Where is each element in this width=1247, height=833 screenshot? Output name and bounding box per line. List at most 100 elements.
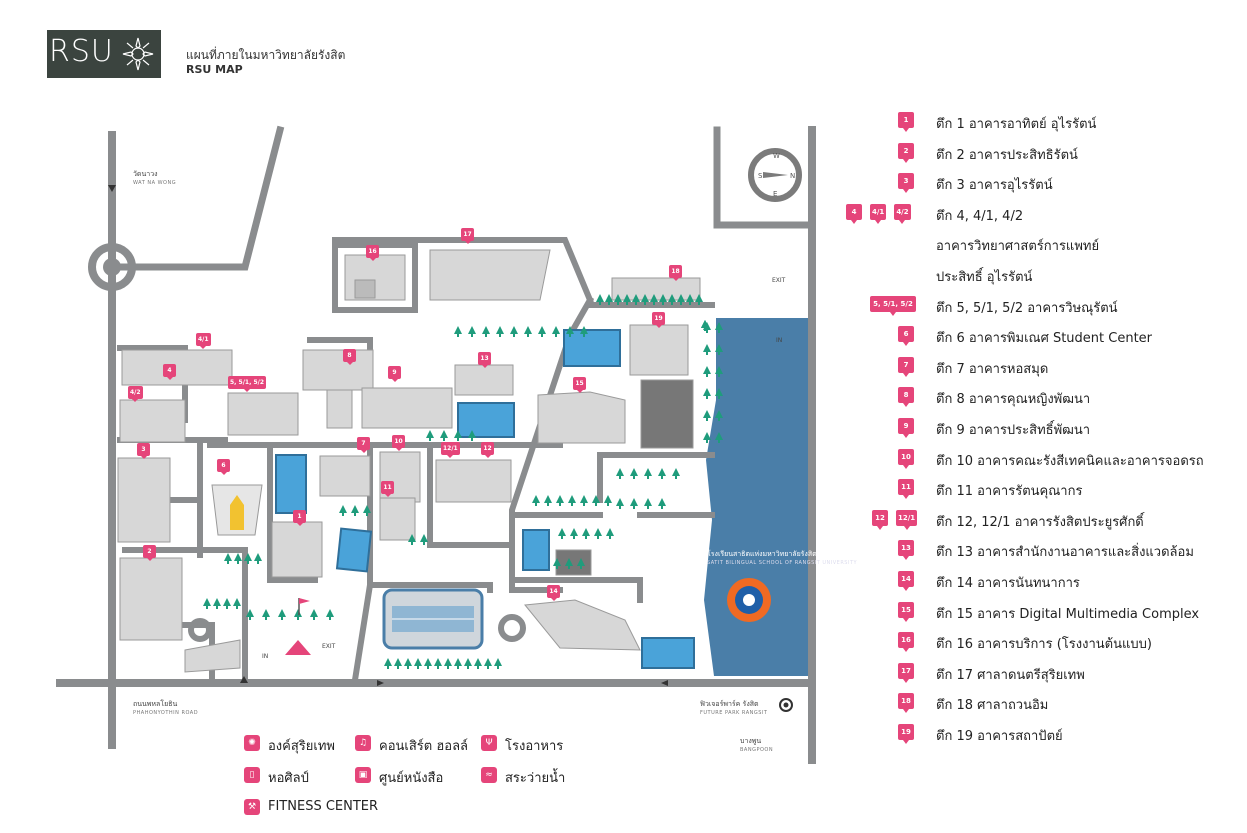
tree-icon (244, 553, 252, 564)
map-pin-15[interactable]: 15 (573, 377, 586, 393)
legend-text: ตึก 3 อาคารอุไรรัตน์ (936, 178, 1053, 194)
legend-pin[interactable]: 17 (898, 662, 914, 683)
legend-pin[interactable]: 16 (898, 632, 914, 653)
map-pin-13[interactable]: 13 (478, 352, 491, 368)
legend-pin[interactable]: 4 (846, 203, 862, 224)
legend-pin[interactable]: 12/1 (896, 509, 918, 530)
map-pin-1[interactable]: 1 (293, 510, 306, 526)
map-pin-4-2[interactable]: 4/2 (128, 386, 143, 402)
music-note-icon: ♫ (355, 735, 371, 751)
tree-icon (494, 658, 502, 669)
map-pin-4[interactable]: 4 (163, 364, 176, 380)
tree-icon (278, 609, 286, 620)
tree-icon (408, 534, 416, 545)
map-pin-17[interactable]: 17 (461, 228, 474, 244)
tree-icon (510, 326, 518, 337)
legend-pin-group: 15 (898, 601, 914, 622)
svg-text:E: E (773, 190, 777, 198)
tree-icon (363, 505, 371, 516)
legend-pin[interactable]: 2 (898, 142, 914, 163)
tree-icon (623, 294, 631, 305)
legend-pin[interactable]: 19 (898, 724, 914, 744)
map-pin-7[interactable]: 7 (357, 437, 370, 453)
legend-pin[interactable]: 14 (898, 571, 914, 591)
map-pin-10[interactable]: 10 (392, 435, 405, 451)
future-park-marker-icon (779, 698, 793, 712)
map-pin-12-1[interactable]: 12/1 (441, 442, 460, 458)
tree-icon (695, 294, 703, 305)
map-pin-5-5-1-5-2[interactable]: 5, 5/1, 5/2 (228, 376, 266, 392)
legend-pin[interactable]: 9 (898, 418, 914, 438)
label-exit-south[interactable]: EXIT (322, 643, 336, 650)
tree-icon (592, 495, 600, 506)
tree-icon (577, 558, 585, 569)
label-in-east[interactable]: IN (776, 337, 783, 344)
legend-text: ตึก 19 อาคารสถาปัตย์ (936, 729, 1063, 744)
tree-icon (213, 598, 221, 609)
tree-icon (532, 495, 540, 506)
tree-icon (703, 432, 711, 443)
legend-pin[interactable]: 11 (898, 479, 914, 500)
map-title-thai: แผนที่ภายในมหาวิทยาลัยรังสิต (186, 48, 346, 62)
legend-pin[interactable]: 4/1 (870, 203, 887, 224)
legend-text: ตึก 4, 4/1, 4/2 (936, 208, 1024, 224)
tree-icon (552, 326, 560, 337)
map-pin-2[interactable]: 2 (143, 545, 156, 561)
map-pin-3[interactable]: 3 (137, 443, 150, 459)
legend-pin[interactable]: 1 (898, 112, 914, 132)
legend-pin-group: 19 (898, 724, 914, 744)
tree-icon (632, 294, 640, 305)
legend-pin-group: 9 (898, 418, 914, 438)
map-pin-9[interactable]: 9 (388, 366, 401, 382)
legend-pin[interactable]: 5, 5/1, 5/2 (870, 295, 916, 316)
map-pin-4-1[interactable]: 4/1 (196, 333, 211, 349)
tree-icon (538, 326, 546, 337)
map-pin-14[interactable]: 14 (547, 585, 560, 601)
tree-icon (326, 609, 334, 620)
svg-text:S: S (758, 172, 763, 180)
legend-pin[interactable]: 18 (898, 693, 914, 714)
compass-icon: W S N E (748, 148, 802, 202)
tree-icon (659, 294, 667, 305)
tree-icon (614, 294, 622, 305)
lotus-emblem-icon (122, 37, 154, 71)
map-pin-6[interactable]: 6 (217, 459, 230, 475)
legend-pin[interactable]: 12 (872, 509, 888, 530)
suriyathep-statue (211, 484, 263, 536)
facility-label: องค์สุริยเทพ (268, 739, 335, 754)
map-pin-12[interactable]: 12 (481, 442, 494, 458)
legend-pin[interactable]: 6 (898, 326, 914, 347)
legend-pin[interactable]: 7 (898, 356, 914, 377)
tree-icon (566, 326, 574, 337)
legend-text: ตึก 16 อาคารบริการ (โรงงานต้นแบบ) (936, 637, 1152, 653)
map-pin-16[interactable]: 16 (366, 245, 379, 261)
map-pin-8[interactable]: 8 (343, 349, 356, 365)
facility-label: FITNESS CENTER (268, 799, 379, 814)
legend-pin[interactable]: 3 (898, 173, 914, 194)
map-pin-11[interactable]: 11 (381, 481, 394, 497)
legend-pin[interactable]: 13 (898, 540, 914, 561)
tree-icon (484, 658, 492, 669)
legend-text: ตึก 8 อาคารคุณหญิงพัฒนา (936, 392, 1091, 408)
map-pin-18[interactable]: 18 (669, 265, 682, 281)
legend-pin-group: 11 (898, 479, 914, 500)
legend-text: ตึก 7 อาคารหอสมุด (936, 361, 1049, 377)
label-in-south[interactable]: IN (262, 653, 269, 660)
map-pin-19[interactable]: 19 (652, 312, 665, 328)
tree-icon (701, 320, 709, 331)
tree-icon (715, 344, 723, 355)
roundabout-south (498, 614, 526, 642)
road-arrows (108, 185, 668, 686)
tree-icon (668, 294, 676, 305)
map-title-english: RSU MAP (186, 63, 243, 76)
legend-pin[interactable]: 15 (898, 601, 914, 622)
trees (203, 294, 723, 669)
tree-icon (630, 468, 638, 479)
legend-pin[interactable]: 10 (898, 448, 914, 469)
legend-pin[interactable]: 8 (898, 387, 914, 408)
label-exit-north[interactable]: EXIT (772, 277, 786, 284)
legend-pin[interactable]: 4/2 (894, 203, 911, 224)
